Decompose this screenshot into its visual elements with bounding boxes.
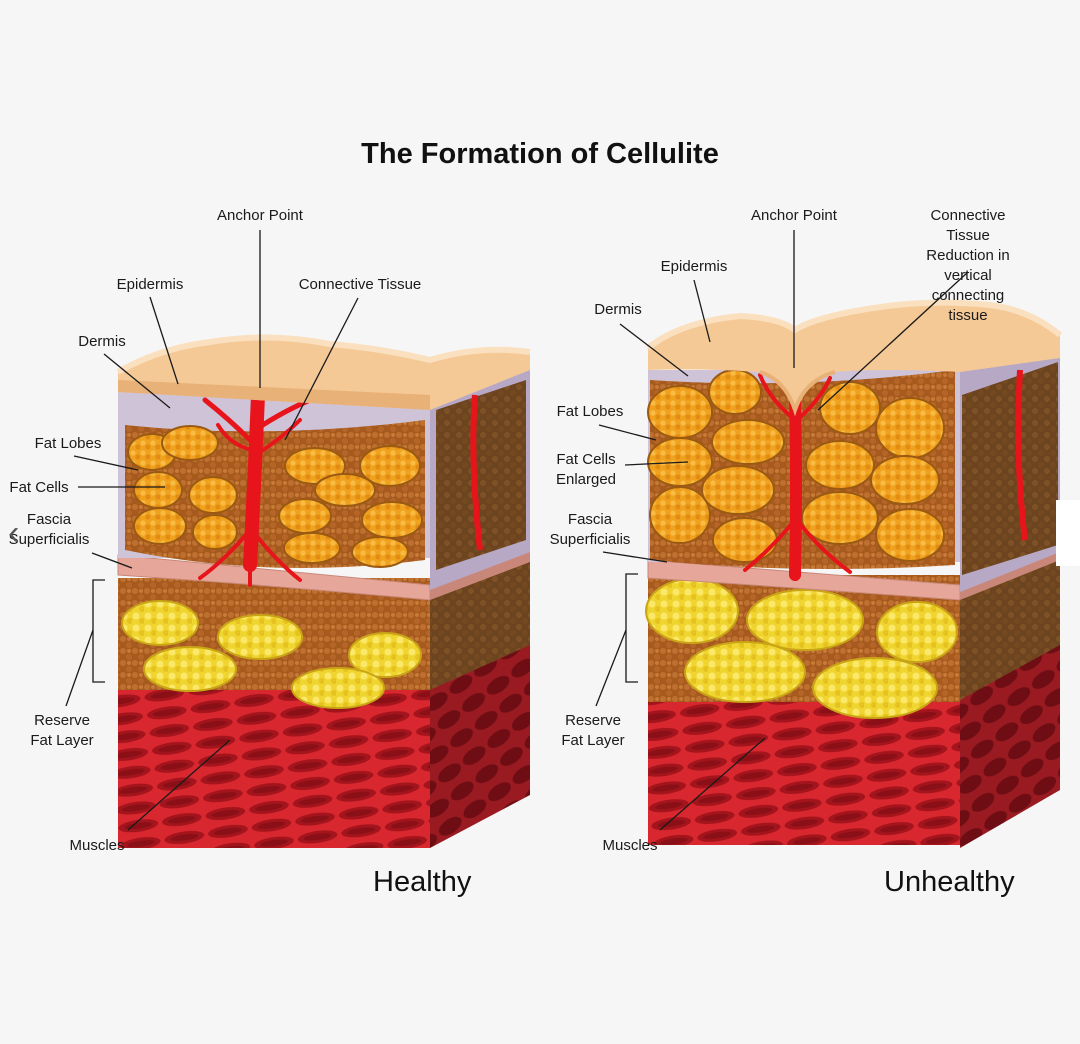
unhealthy-label-epidermis: Epidermis xyxy=(660,258,728,275)
next-edge-tab[interactable] xyxy=(1056,500,1080,566)
healthy-block xyxy=(116,334,531,848)
healthy-label-muscles: Muscles xyxy=(69,837,125,854)
healthy-label-reserve-fat: Reserve Fat Layer xyxy=(30,712,94,749)
unhealthy-label-dermis: Dermis xyxy=(594,301,642,318)
healthy-label-epidermis: Epidermis xyxy=(116,276,184,293)
unhealthy-heading: Unhealthy xyxy=(884,866,1015,898)
unhealthy-label-fat-lobes: Fat Lobes xyxy=(556,403,624,420)
healthy-label-fascia: Fascia Superficialis xyxy=(8,511,90,548)
healthy-heading: Healthy xyxy=(373,866,472,898)
healthy-label-fat-lobes: Fat Lobes xyxy=(34,435,102,452)
healthy-label-dermis: Dermis xyxy=(78,333,126,350)
unhealthy-label-reserve-fat: Reserve Fat Layer xyxy=(561,712,625,749)
unhealthy-label-anchor-point: Anchor Point xyxy=(751,207,837,224)
diagram-title: The Formation of Cellulite xyxy=(361,138,719,170)
unhealthy-label-fascia: Fascia Superficialis xyxy=(549,511,631,548)
healthy-label-anchor-point: Anchor Point xyxy=(217,207,303,224)
unhealthy-block xyxy=(645,299,1062,848)
healthy-label-connective-tissue: Connective Tissue xyxy=(298,276,422,293)
healthy-label-fat-cells: Fat Cells xyxy=(9,479,69,496)
healthy-muscle-layer xyxy=(118,688,430,848)
chevron-left-icon[interactable]: ‹ xyxy=(8,514,20,552)
leader-lines xyxy=(65,230,969,831)
unhealthy-label-connective-reduction: Connective Tissue Reduction in vertical … xyxy=(926,207,1010,324)
unhealthy-label-fat-cells-enlarged: Fat Cells Enlarged xyxy=(555,451,617,488)
unhealthy-label-muscles: Muscles xyxy=(602,837,658,854)
